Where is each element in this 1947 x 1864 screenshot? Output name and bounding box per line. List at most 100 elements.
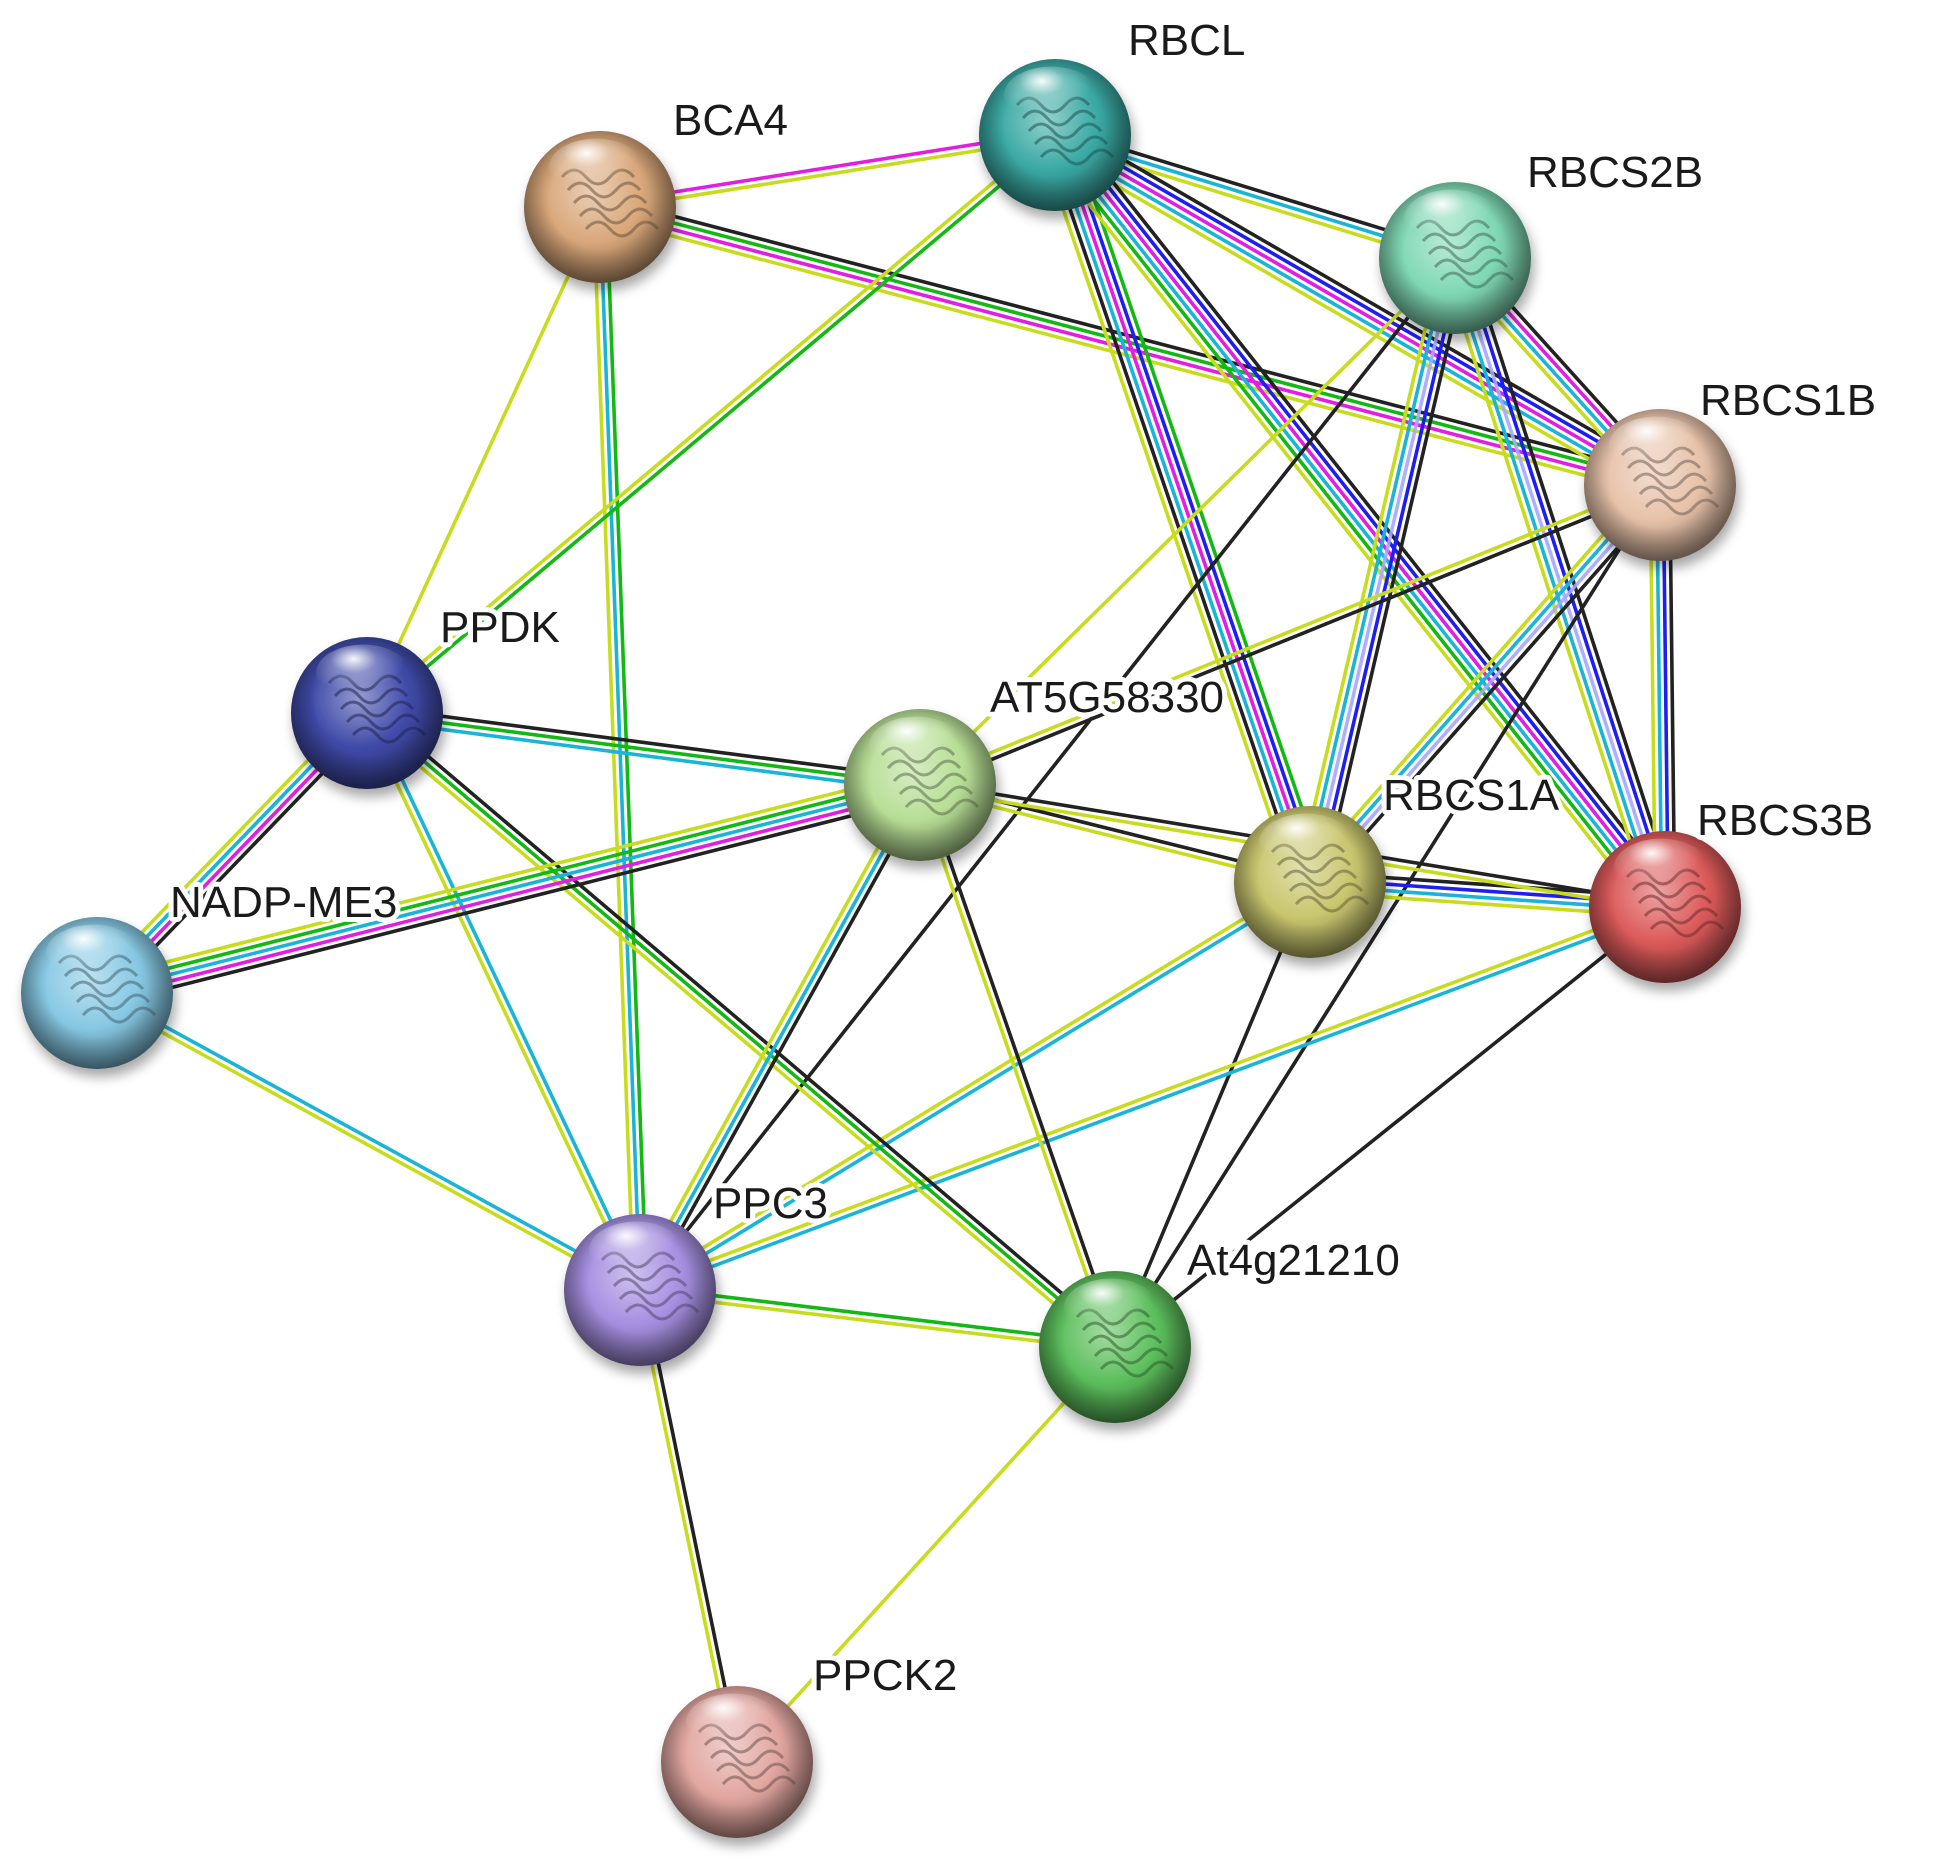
- edge-AT5G58330-NADP-ME3[interactable]: [92, 770, 925, 1008]
- edge-line-coexpression: [641, 1287, 742, 1764]
- edge-line-experiments: [1056, 132, 1315, 883]
- edge-line-coexpression: [1059, 121, 1669, 476]
- edge-line-coexpression: [1315, 489, 1670, 891]
- node-RBCS1B[interactable]: RBCS1B: [1584, 371, 1881, 561]
- edge-line-neighborhood: [638, 1284, 1118, 1346]
- node-RBCL[interactable]: RBCL: [979, 11, 1250, 211]
- edge-line-database: [1049, 138, 1659, 493]
- node-RBCS2B[interactable]: RBCS2B: [1379, 143, 1708, 334]
- node-gloss: [1403, 189, 1499, 248]
- node-gloss: [45, 924, 141, 983]
- edge-line-database: [638, 783, 922, 1292]
- edge-RBCL-RBCS3B[interactable]: [1040, 123, 1680, 919]
- node-gloss: [1608, 416, 1704, 475]
- edge-PPDK-At4g21210[interactable]: [360, 706, 1122, 1354]
- edge-line-coexpression: [369, 706, 1122, 1344]
- node-label: RBCS2B: [1527, 148, 1703, 197]
- edge-line-coexpression: [366, 704, 923, 781]
- edge-line-database: [95, 783, 922, 995]
- edge-PPDK-AT5G58330[interactable]: [364, 704, 923, 794]
- edge-line-coexpression: [1113, 905, 1667, 1349]
- node-label: PPCK2: [813, 1651, 957, 1700]
- edge-line-experiments: [1053, 133, 1662, 487]
- edge-line-textmining: [1440, 260, 1655, 913]
- edge-line-homology: [1310, 485, 1665, 886]
- edge-RBCL-RBCS1A[interactable]: [1037, 127, 1328, 890]
- node-RBCS3B[interactable]: RBCS3B: [1589, 791, 1878, 983]
- node-label: NADP-ME3: [170, 878, 397, 927]
- edge-line-database: [1050, 134, 1309, 885]
- node-label: RBCL: [1128, 16, 1245, 65]
- edge-line-textmining: [1046, 144, 1656, 499]
- edge-AT5G58330-PPC3[interactable]: [632, 780, 928, 1295]
- node-gloss: [685, 1693, 781, 1752]
- node-gloss: [315, 644, 411, 703]
- edge-line-coexpression: [643, 786, 928, 1295]
- edge-line-textmining: [1040, 143, 1655, 919]
- edge-line-coexpression: [1065, 123, 1680, 899]
- edge-line-database: [1050, 135, 1665, 911]
- edge-line-experiments: [597, 129, 1057, 206]
- edge-RBCS1B-RBCS1A[interactable]: [1300, 476, 1670, 891]
- node-BCA4[interactable]: BCA4: [524, 91, 793, 283]
- node-AT5G58330[interactable]: AT5G58330: [844, 668, 1229, 861]
- edge-PPC3-PPCK2[interactable]: [635, 1287, 742, 1765]
- edge-line-database: [364, 717, 921, 794]
- edge-line-coexpression: [98, 795, 925, 1008]
- node-NADP-ME3[interactable]: NADP-ME3: [21, 873, 402, 1069]
- edge-line-database: [1305, 481, 1660, 882]
- edge-RBCS1A-PPC3[interactable]: [636, 877, 1314, 1295]
- edge-RBCS1B-At4g21210[interactable]: [1113, 483, 1662, 1349]
- node-label: At4g21210: [1187, 1236, 1400, 1285]
- edge-line-database: [639, 882, 1314, 1295]
- edge-line-experiments: [1055, 131, 1670, 907]
- edge-line-database: [1447, 258, 1661, 911]
- edge-line-neighborhood: [365, 711, 922, 787]
- edge-At4g21210-PPCK2[interactable]: [735, 1345, 1117, 1764]
- edge-RBCS2B-RBCS1A[interactable]: [1295, 253, 1470, 887]
- node-label: AT5G58330: [990, 673, 1224, 722]
- edge-NADP-ME3-PPC3[interactable]: [93, 988, 644, 1295]
- edge-line-coexpression: [638, 256, 1457, 1292]
- node-At4g21210[interactable]: At4g21210: [1039, 1231, 1405, 1423]
- edge-RBCS2B-AT5G58330[interactable]: [918, 256, 1457, 787]
- node-gloss: [588, 1221, 684, 1280]
- node-label: PPDK: [440, 603, 560, 652]
- edge-line-coexpression: [921, 782, 1120, 1348]
- edge-line-experiments: [96, 789, 924, 1002]
- edge-line-database: [368, 709, 645, 1291]
- edge-line-textmining: [1295, 253, 1445, 881]
- edge-RBCL-PPDK[interactable]: [363, 130, 1059, 718]
- node-RBCS1A[interactable]: RBCS1A: [1234, 766, 1565, 958]
- edge-BCA4-PPDK[interactable]: [365, 205, 602, 715]
- edge-AT5G58330-At4g21210[interactable]: [915, 782, 1120, 1350]
- edge-RBCL-RBCS1B[interactable]: [1046, 121, 1669, 499]
- edge-line-textmining: [92, 770, 919, 983]
- node-gloss: [1003, 66, 1099, 125]
- edge-RBCS3B-At4g21210[interactable]: [1113, 905, 1667, 1349]
- edge-RBCS2B-PPC3[interactable]: [638, 256, 1457, 1292]
- node-PPCK2[interactable]: PPCK2: [661, 1646, 962, 1838]
- node-gloss: [1258, 813, 1354, 872]
- edge-line-gene_fusion: [1459, 254, 1673, 907]
- edge-line-textmining: [735, 1345, 1117, 1764]
- node-PPC3[interactable]: PPC3: [564, 1174, 833, 1366]
- edge-PPC3-At4g21210[interactable]: [637, 1284, 1118, 1353]
- edge-PPDK-PPC3[interactable]: [362, 709, 645, 1294]
- edge-RBCS1A-At4g21210[interactable]: [1113, 880, 1312, 1349]
- edge-line-coexpression: [1113, 483, 1662, 1349]
- edge-line-textmining: [1037, 138, 1297, 890]
- node-PPDK[interactable]: PPDK: [291, 598, 565, 789]
- edge-line-textmining: [591, 205, 636, 1293]
- edge-line-database: [1301, 254, 1451, 883]
- edge-line-neighborhood: [365, 711, 1117, 1349]
- edge-RBCS1B-AT5G58330[interactable]: [916, 480, 1664, 790]
- edge-line-textmining: [598, 136, 1058, 213]
- edge-BCA4-RBCL[interactable]: [597, 129, 1058, 213]
- node-label: BCA4: [673, 96, 788, 145]
- edge-line-homology: [1308, 256, 1457, 884]
- edge-line-coexpression: [1043, 136, 1303, 887]
- edge-line-textmining: [918, 256, 1457, 787]
- edge-RBCS3B-PPC3[interactable]: [637, 902, 1668, 1295]
